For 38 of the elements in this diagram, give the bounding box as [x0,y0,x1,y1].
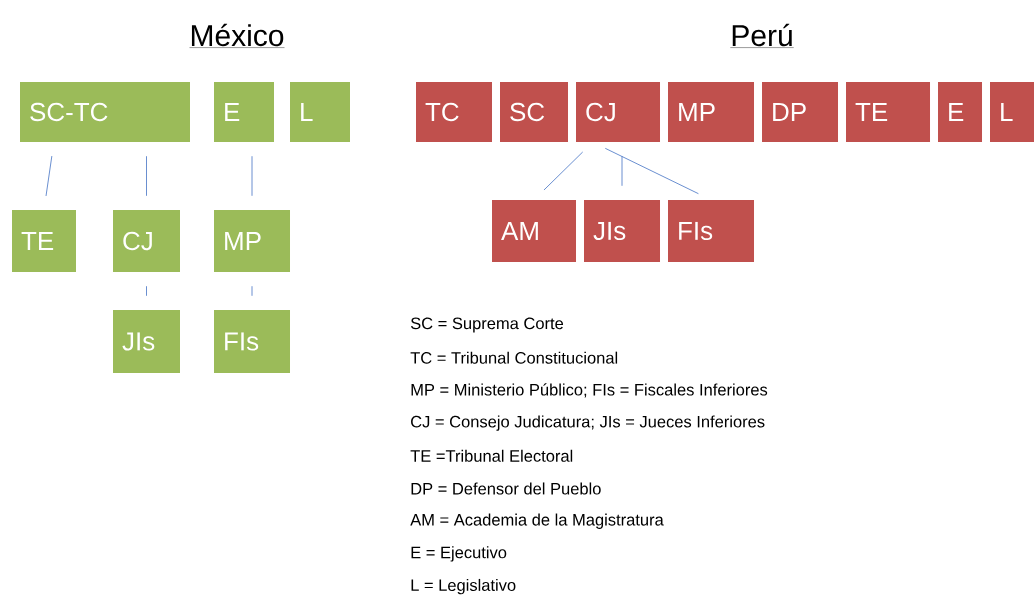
org-box: TC [416,82,492,142]
org-box: FIs [668,200,754,262]
connector-line [543,151,584,191]
legend-text: TE =Tribunal Electoral [410,449,573,462]
legend-text: AM = Academia de la Magistratura [410,513,664,529]
legend-text: MP = Ministerio Público; FIs = Fiscales Inferiores [411,383,768,398]
connector-line [604,147,699,195]
legend-text: DP = Defensor del Pueblo [411,482,601,495]
org-box: JIs [584,200,660,262]
heading: México [189,23,285,48]
org-box: DP [762,82,838,142]
connector-line [251,285,253,297]
org-box: SC-TC [20,82,190,142]
heading: Perú [730,23,794,48]
legend-text: TC = Tribunal Constitucional [410,351,618,364]
connector-line [146,285,147,297]
org-box: TE [846,82,930,142]
connector-line [146,155,147,197]
org-box: CJ [113,210,180,272]
org-box: L [290,82,350,142]
org-box: E [214,82,274,142]
org-box: SC [500,82,568,142]
legend-text: E = Ejecutivo [411,546,507,562]
legend-text: L = Legislativo [411,578,516,595]
org-box: CJ [576,82,660,142]
org-box: MP [214,210,290,272]
org-box: MP [668,82,754,142]
connector-line [251,155,253,197]
legend-text: CJ = Consejo Judicatura; JIs = Jueces Inferiores [411,415,765,431]
org-box: AM [492,200,576,262]
org-box: FIs [214,310,290,373]
connector-line [621,155,623,187]
org-box: L [990,82,1034,142]
legend-text: SC = Suprema Corte [410,317,564,333]
org-box: JIs [113,310,180,373]
org-box: TE [12,210,76,272]
connector-line [45,155,53,197]
org-box: E [938,82,982,142]
